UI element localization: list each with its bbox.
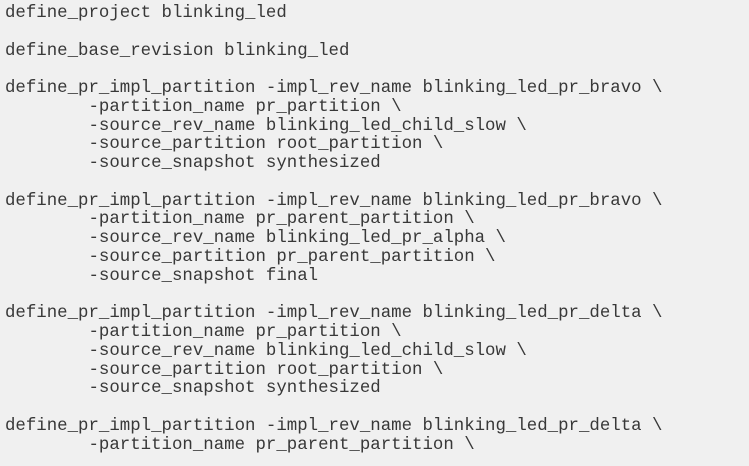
- code-line: [5, 399, 745, 418]
- code-line: -partition_name pr_partition \: [5, 323, 402, 343]
- code-line: -source_snapshot synthesized: [5, 379, 381, 399]
- code-line: -partition_name pr_parent_partition \: [5, 435, 475, 455]
- code-line: -source_rev_name blinking_led_child_slow…: [5, 116, 527, 136]
- code-line: [5, 61, 745, 80]
- code-line: -source_partition root_partition \: [5, 360, 444, 380]
- code-line: define_pr_impl_partition -impl_rev_name …: [5, 304, 663, 324]
- code-line: -partition_name pr_partition \: [5, 97, 402, 117]
- code-line: define_base_revision blinking_led: [5, 41, 350, 61]
- code-line: [5, 24, 745, 43]
- code-line: define_pr_impl_partition -impl_rev_name …: [5, 191, 663, 211]
- code-line: define_pr_impl_partition -impl_rev_name …: [5, 416, 663, 436]
- code-line: [5, 174, 745, 193]
- code-line: -source_snapshot synthesized: [5, 154, 381, 174]
- code-line: define_pr_impl_partition -impl_rev_name …: [5, 79, 663, 99]
- code-line: -source_partition root_partition \: [5, 135, 444, 155]
- code-line: -source_rev_name blinking_led_pr_alpha \: [5, 229, 506, 249]
- code-line: [5, 286, 745, 305]
- code-line: -partition_name pr_parent_partition \: [5, 210, 475, 230]
- code-line: -source_partition pr_parent_partition \: [5, 247, 496, 267]
- code-line: define_project blinking_led: [5, 4, 287, 23]
- code-line: -source_rev_name blinking_led_child_slow…: [5, 341, 527, 361]
- code-line: -source_snapshot final: [5, 266, 319, 286]
